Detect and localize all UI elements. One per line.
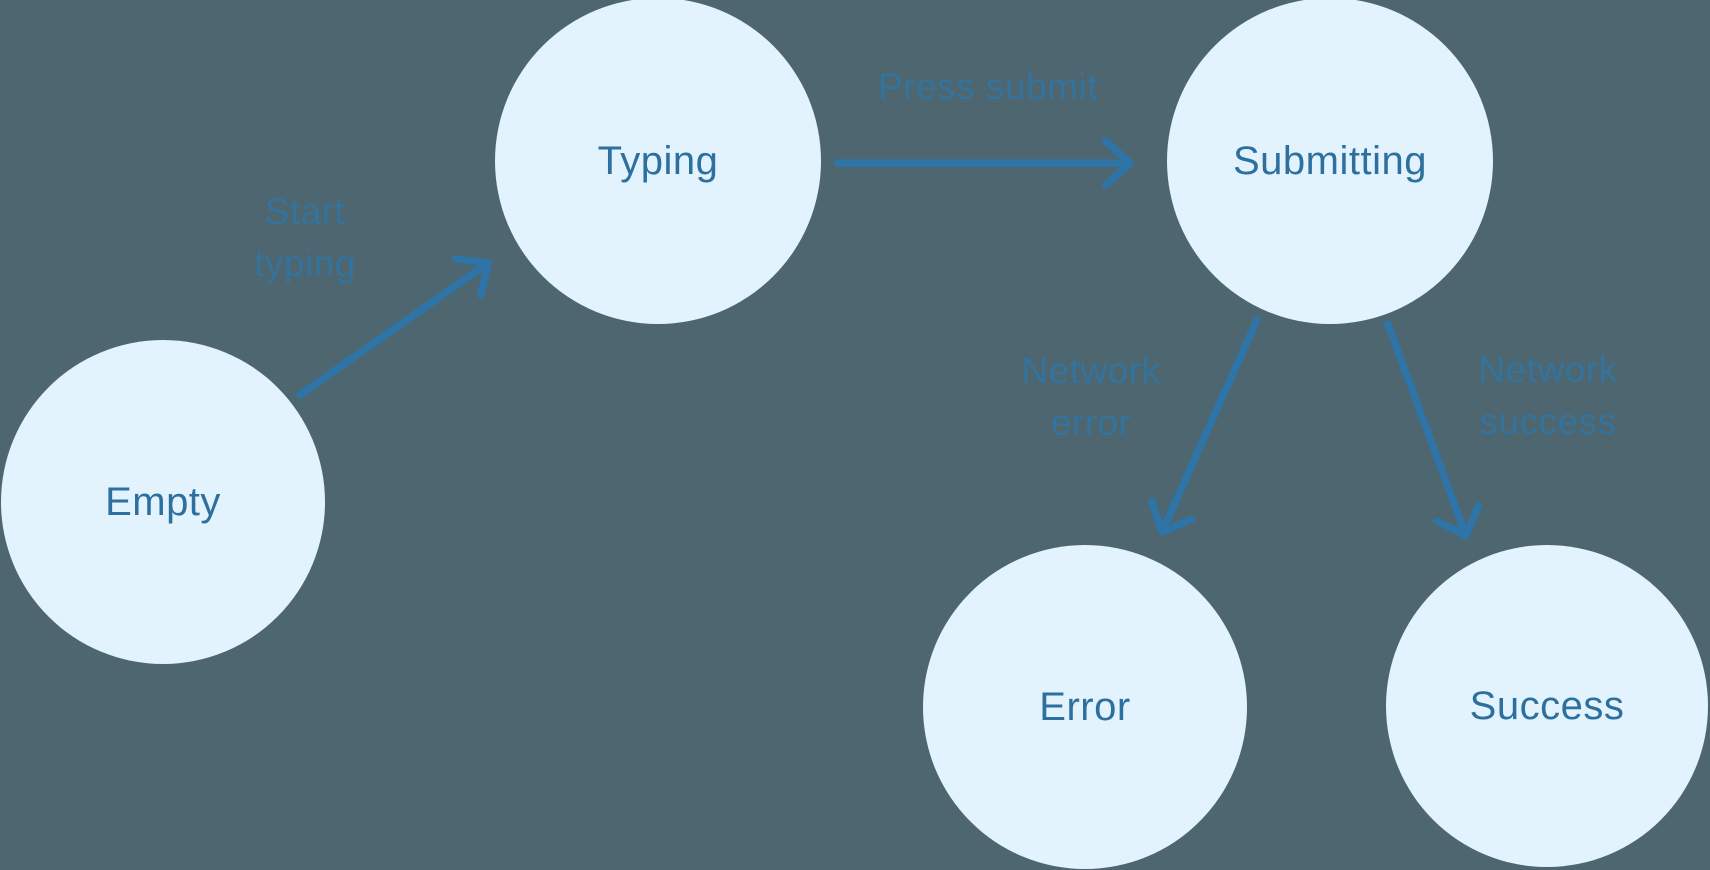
edge-label-start-typing-line1: Start — [264, 191, 346, 232]
state-node-submitting: Submitting — [1167, 0, 1493, 324]
state-node-empty: Empty — [1, 340, 325, 664]
arrow-submitting-to-success — [1384, 320, 1483, 540]
edge-label-network-error: Network error — [1021, 345, 1160, 449]
edge-label-network-error-line1: Network — [1021, 350, 1161, 391]
state-node-error-label: Error — [1039, 684, 1131, 729]
edge-label-start-typing-line2: typing — [254, 243, 356, 284]
edge-label-network-error-line2: error — [1050, 402, 1132, 443]
edge-label-press-submit-line1: Press submit — [878, 66, 1098, 107]
arrow-submitting-to-error — [1147, 316, 1261, 536]
edge-label-network-success: Network success — [1478, 344, 1617, 448]
state-node-success-label: Success — [1469, 683, 1625, 728]
state-node-submitting-label: Submitting — [1233, 138, 1427, 183]
edge-label-start-typing: Start typing — [254, 186, 356, 290]
edge-label-network-success-line1: Network — [1478, 349, 1618, 390]
state-node-success: Success — [1386, 545, 1708, 867]
state-node-error: Error — [923, 545, 1247, 869]
arrow-empty-to-typing — [296, 255, 492, 399]
edge-label-press-submit: Press submit — [878, 61, 1098, 113]
edge-label-network-success-line2: success — [1479, 401, 1617, 442]
state-node-empty-label: Empty — [105, 479, 221, 524]
state-node-typing: Typing — [495, 0, 821, 324]
state-node-typing-label: Typing — [597, 138, 719, 183]
